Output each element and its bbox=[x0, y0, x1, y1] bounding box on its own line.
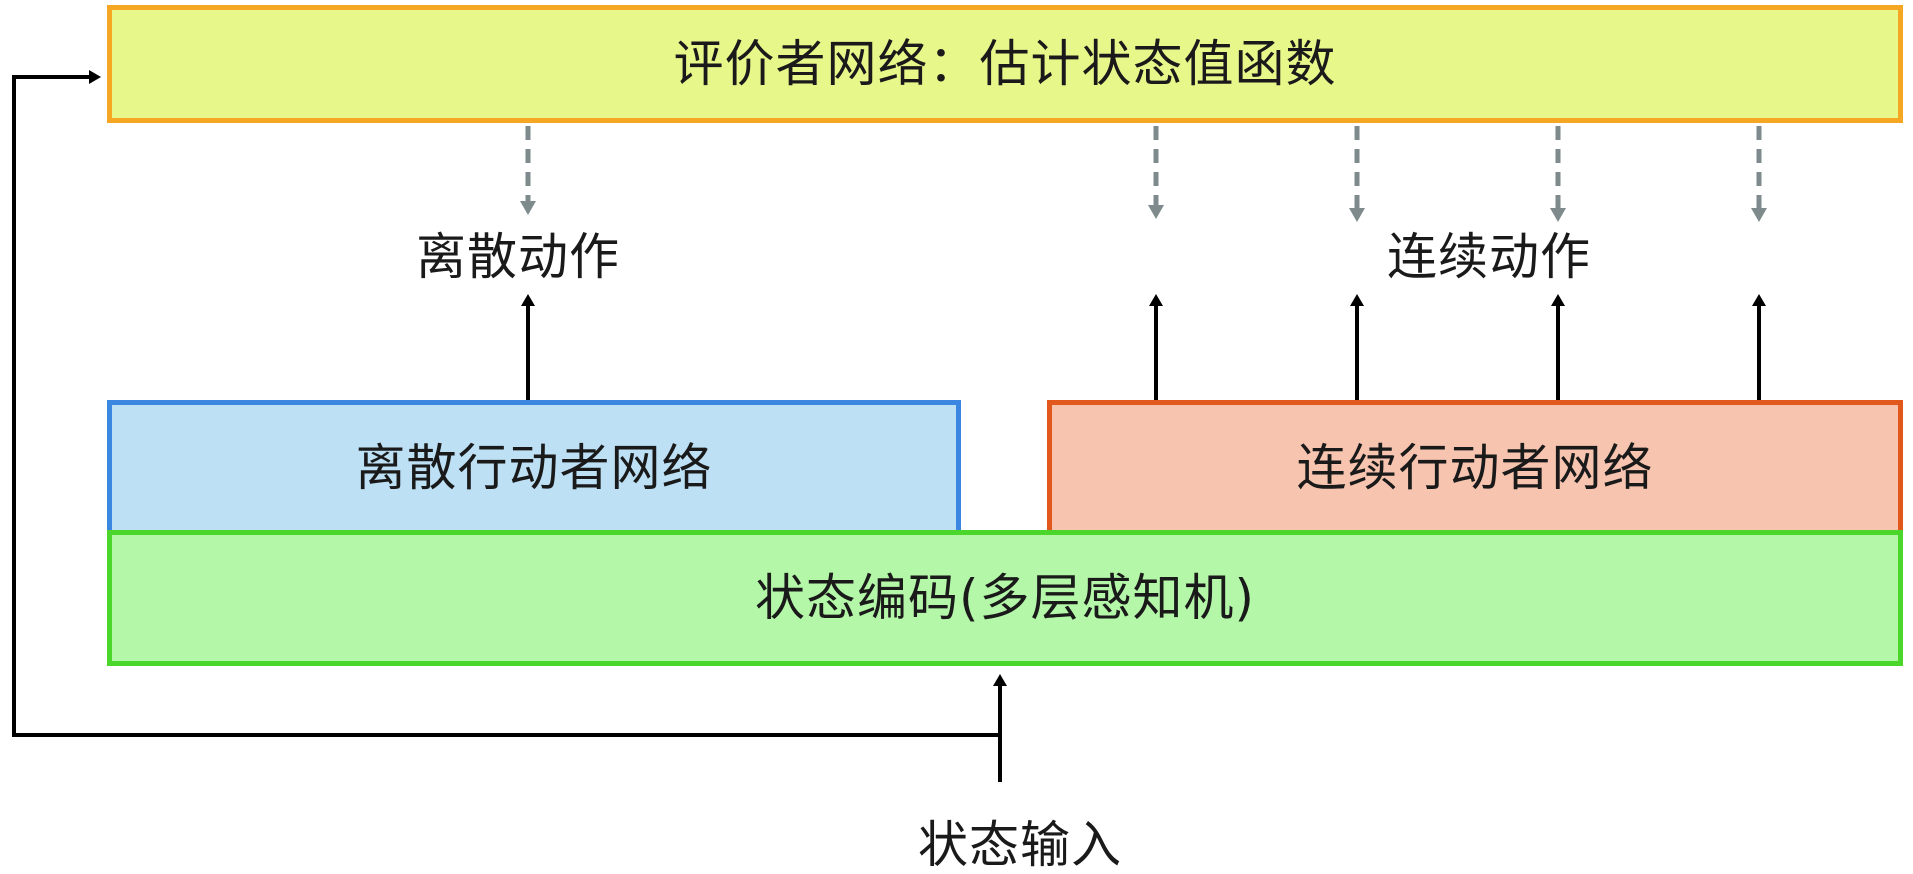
discrete-action-label: 离散动作 bbox=[416, 228, 620, 286]
continuous-actor-network-box: 连续行动者网络 bbox=[1047, 400, 1903, 535]
continuous-actor-network-label: 连续行动者网络 bbox=[1296, 438, 1654, 497]
state-encoder-box: 状态编码(多层感知机) bbox=[107, 530, 1903, 666]
state-encoder-label: 状态编码(多层感知机) bbox=[754, 569, 1255, 627]
discrete-actor-network-box: 离散行动者网络 bbox=[107, 400, 961, 535]
discrete-actor-network-label: 离散行动者网络 bbox=[355, 438, 713, 497]
state-input-label: 状态输入 bbox=[918, 816, 1122, 874]
continuous-action-label: 连续动作 bbox=[1387, 228, 1591, 286]
critic-network-label: 评价者网络：估计状态值函数 bbox=[673, 35, 1337, 93]
state-to-critic-arrow bbox=[12, 70, 1000, 737]
critic-network-box: 评价者网络：估计状态值函数 bbox=[107, 5, 1903, 123]
